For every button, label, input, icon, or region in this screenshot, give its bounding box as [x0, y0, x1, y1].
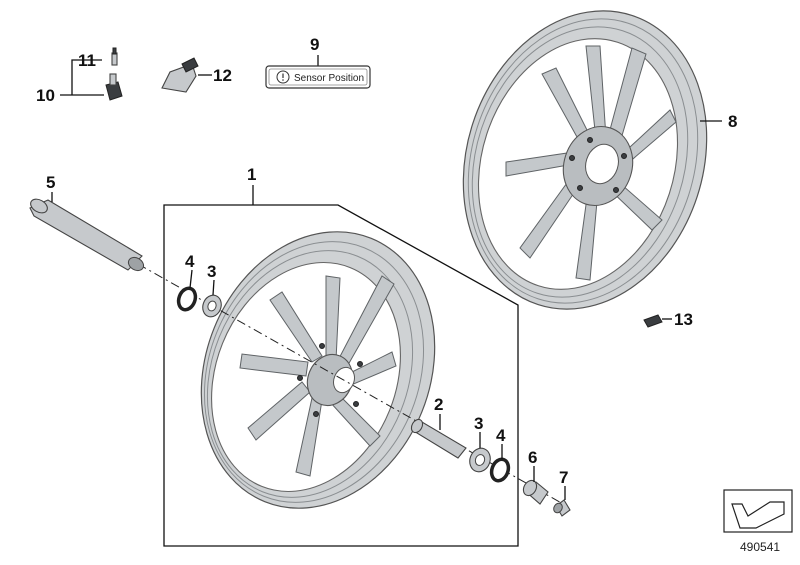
front-wheel-frame: [163, 204, 519, 547]
leader-4a: [189, 269, 193, 289]
shaft-seal-left[interactable]: [176, 286, 199, 312]
front-wheel[interactable]: [161, 196, 475, 543]
callout-12: 12: [213, 66, 232, 85]
callout-6: 6: [528, 448, 537, 467]
callout-1: 1: [247, 165, 256, 184]
callout-10: 10: [36, 86, 55, 105]
axle[interactable]: [28, 196, 146, 273]
shaft-seal-right[interactable]: [489, 457, 512, 483]
callout-7: 7: [559, 468, 568, 487]
callout-5: 5: [46, 173, 55, 192]
drawing-reference-box: 490541: [723, 489, 793, 554]
callout-4b: 4: [496, 426, 506, 445]
view-direction-icon: [731, 501, 785, 529]
sensor-position-text: Sensor Position: [294, 73, 364, 84]
callout-3b: 3: [474, 414, 483, 433]
callout-13: 13: [674, 310, 693, 329]
callout-3a: 3: [207, 262, 216, 281]
rear-wheel[interactable]: [426, 0, 744, 341]
sensor-position-label[interactable]: Sensor Position: [265, 65, 371, 89]
spacer-sleeve[interactable]: [409, 417, 467, 459]
callout-2: 2: [434, 395, 443, 414]
callout-9: 9: [310, 35, 319, 54]
callout-11: 11: [78, 51, 96, 70]
leader-3a: [212, 279, 215, 296]
leader-11: [71, 59, 102, 95]
bearing-left[interactable]: [200, 293, 224, 320]
drawing-number: 490541: [740, 540, 780, 554]
tire-pressure-sensor[interactable]: [161, 57, 199, 93]
balance-weight[interactable]: [643, 314, 663, 328]
bearing-right[interactable]: [466, 445, 493, 474]
callout-4a: 4: [185, 252, 195, 271]
screw[interactable]: [552, 499, 571, 517]
callout-8: 8: [728, 112, 737, 131]
valve-stem[interactable]: [105, 73, 123, 101]
valve-core[interactable]: [111, 47, 118, 66]
